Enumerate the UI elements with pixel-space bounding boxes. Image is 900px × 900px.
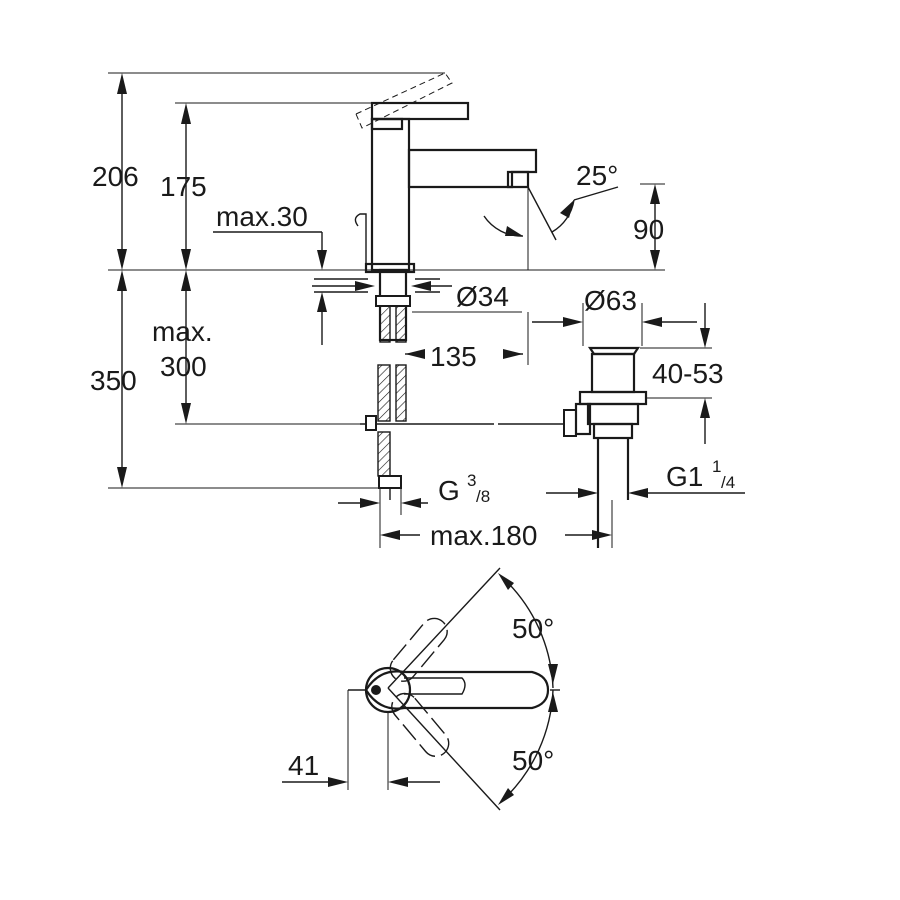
dimension-width-180: max.180 bbox=[380, 500, 613, 551]
side-view: 206 175 350 max. 300 bbox=[90, 72, 745, 551]
mounting-shank bbox=[375, 268, 411, 500]
label-25deg: 25° bbox=[576, 160, 618, 191]
label-d63: Ø63 bbox=[584, 285, 637, 316]
deck bbox=[314, 278, 440, 293]
faucet-body bbox=[354, 72, 538, 274]
label-max30: max.30 bbox=[216, 201, 308, 232]
dimension-offset-41: 41 bbox=[282, 690, 440, 790]
label-g38-sub: /8 bbox=[476, 487, 490, 506]
dimension-diameter-34: Ø34 bbox=[312, 281, 509, 312]
top-view: 50° 50° 41 bbox=[282, 567, 560, 811]
label-g38-sup: 3 bbox=[467, 471, 476, 490]
dimension-height-total: 206 bbox=[92, 73, 139, 270]
faucet-top bbox=[348, 666, 560, 714]
lever-ghost-upper bbox=[389, 617, 448, 682]
dimension-reach-135: 135 bbox=[405, 311, 529, 372]
label-175: 175 bbox=[160, 171, 207, 202]
label-d34: Ø34 bbox=[456, 281, 509, 312]
dimension-thread-g114: G1 1 /4 bbox=[546, 457, 745, 500]
lever-ghost-lower bbox=[391, 692, 450, 757]
label-41: 41 bbox=[288, 750, 319, 781]
waste-linkage bbox=[360, 409, 577, 437]
label-max: max. bbox=[152, 316, 213, 347]
dimension-clearance-90: 90 bbox=[633, 184, 664, 270]
reference-lines bbox=[108, 72, 665, 489]
label-g114-prefix: G1 bbox=[666, 461, 703, 492]
dimension-angle-25: 25° bbox=[483, 160, 618, 241]
dimension-diameter-63: Ø63 bbox=[532, 285, 697, 346]
label-g114-sub: /4 bbox=[721, 473, 735, 492]
label-g114-sup: 1 bbox=[712, 457, 721, 476]
label-50deg-down: 50° bbox=[512, 745, 554, 776]
dimension-thread-g38: G 3 /8 bbox=[338, 471, 490, 548]
dimension-below-deck: 350 bbox=[90, 270, 137, 488]
label-300: 300 bbox=[160, 351, 207, 382]
dimension-range-40-53: 40-53 bbox=[640, 303, 724, 444]
label-350: 350 bbox=[90, 365, 137, 396]
label-max180: max.180 bbox=[430, 520, 537, 551]
label-g38-prefix: G bbox=[438, 475, 460, 506]
dimension-height-spout: 175 bbox=[160, 103, 207, 270]
label-206: 206 bbox=[92, 161, 139, 192]
label-135: 135 bbox=[430, 341, 477, 372]
label-50deg-up: 50° bbox=[512, 613, 554, 644]
label-40-53: 40-53 bbox=[652, 358, 724, 389]
waste-fitting bbox=[574, 346, 648, 548]
dimension-hose-length: max. 300 bbox=[152, 270, 213, 424]
dimension-deck-thickness: max.30 bbox=[213, 201, 327, 345]
label-90: 90 bbox=[633, 214, 664, 245]
